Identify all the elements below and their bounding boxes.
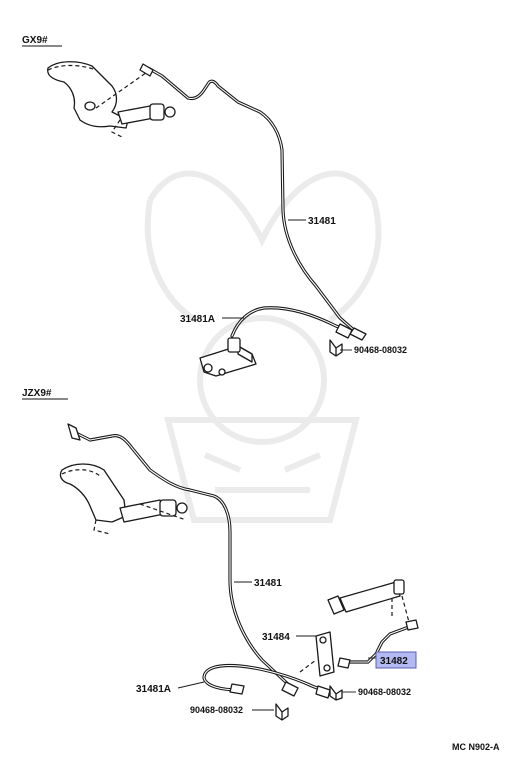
gx-pipe-31481 [146,66,358,334]
jz-clip-right [329,685,343,701]
jz-master-cylinder [119,499,165,523]
label-jz-hose-31481A: 31481A [136,684,171,695]
jz-release-cylinder [327,579,405,615]
gx-clip-90468 [329,339,343,357]
label-gx-hose-31481A: 31481A [180,314,215,325]
section-label-gx9: GX9# [22,35,48,46]
jz-bracket-31484 [315,631,335,677]
diagram-code: MC N902-A [452,742,500,752]
label-gx-clip: 90468-08032 [354,345,407,355]
section-jzx9: JZX9# [22,388,419,721]
gx-master-cylinder [117,105,155,125]
label-jz-clip-right: 90468-08032 [358,687,411,697]
label-jz-bracket-31484: 31484 [262,632,290,643]
gx-bolt-hole [84,101,96,111]
label-jz-clip-left: 90468-08032 [190,705,243,715]
section-label-jzx9: JZX9# [22,388,52,399]
jz-clip-left [275,703,289,721]
label-gx-pipe-31481: 31481 [308,216,336,227]
gx-master-cylinder-bracket [47,61,129,129]
label-jz-pipe-31482[interactable]: 31482 [380,656,408,667]
section-gx9: GX9# [22,35,407,377]
label-jz-pipe-31481: 31481 [254,578,282,589]
watermark [144,170,382,523]
gx-release-cylinder [199,337,257,377]
highlight-box-31482[interactable] [375,651,417,669]
jz-master-cylinder-bracket [59,463,127,523]
